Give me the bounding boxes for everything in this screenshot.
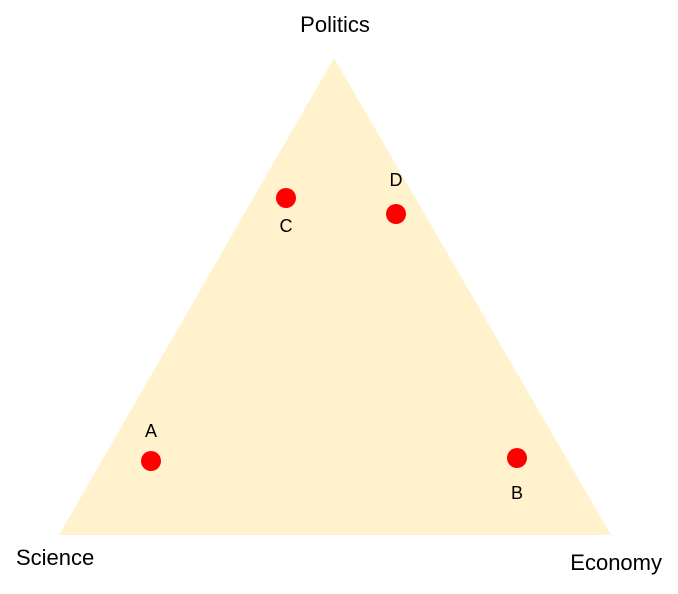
point-marker-b bbox=[507, 448, 527, 468]
point-marker-d bbox=[386, 204, 406, 224]
point-marker-c bbox=[276, 188, 296, 208]
point-label-a: A bbox=[145, 421, 157, 441]
point-label-b: B bbox=[511, 483, 523, 503]
vertex-label-economy: Economy bbox=[570, 550, 662, 575]
point-marker-a bbox=[141, 451, 161, 471]
point-label-d: D bbox=[390, 170, 403, 190]
point-label-c: C bbox=[280, 216, 293, 236]
vertex-label-science: Science bbox=[16, 545, 94, 570]
vertex-label-politics: Politics bbox=[300, 12, 370, 37]
triangle-area bbox=[59, 58, 611, 535]
